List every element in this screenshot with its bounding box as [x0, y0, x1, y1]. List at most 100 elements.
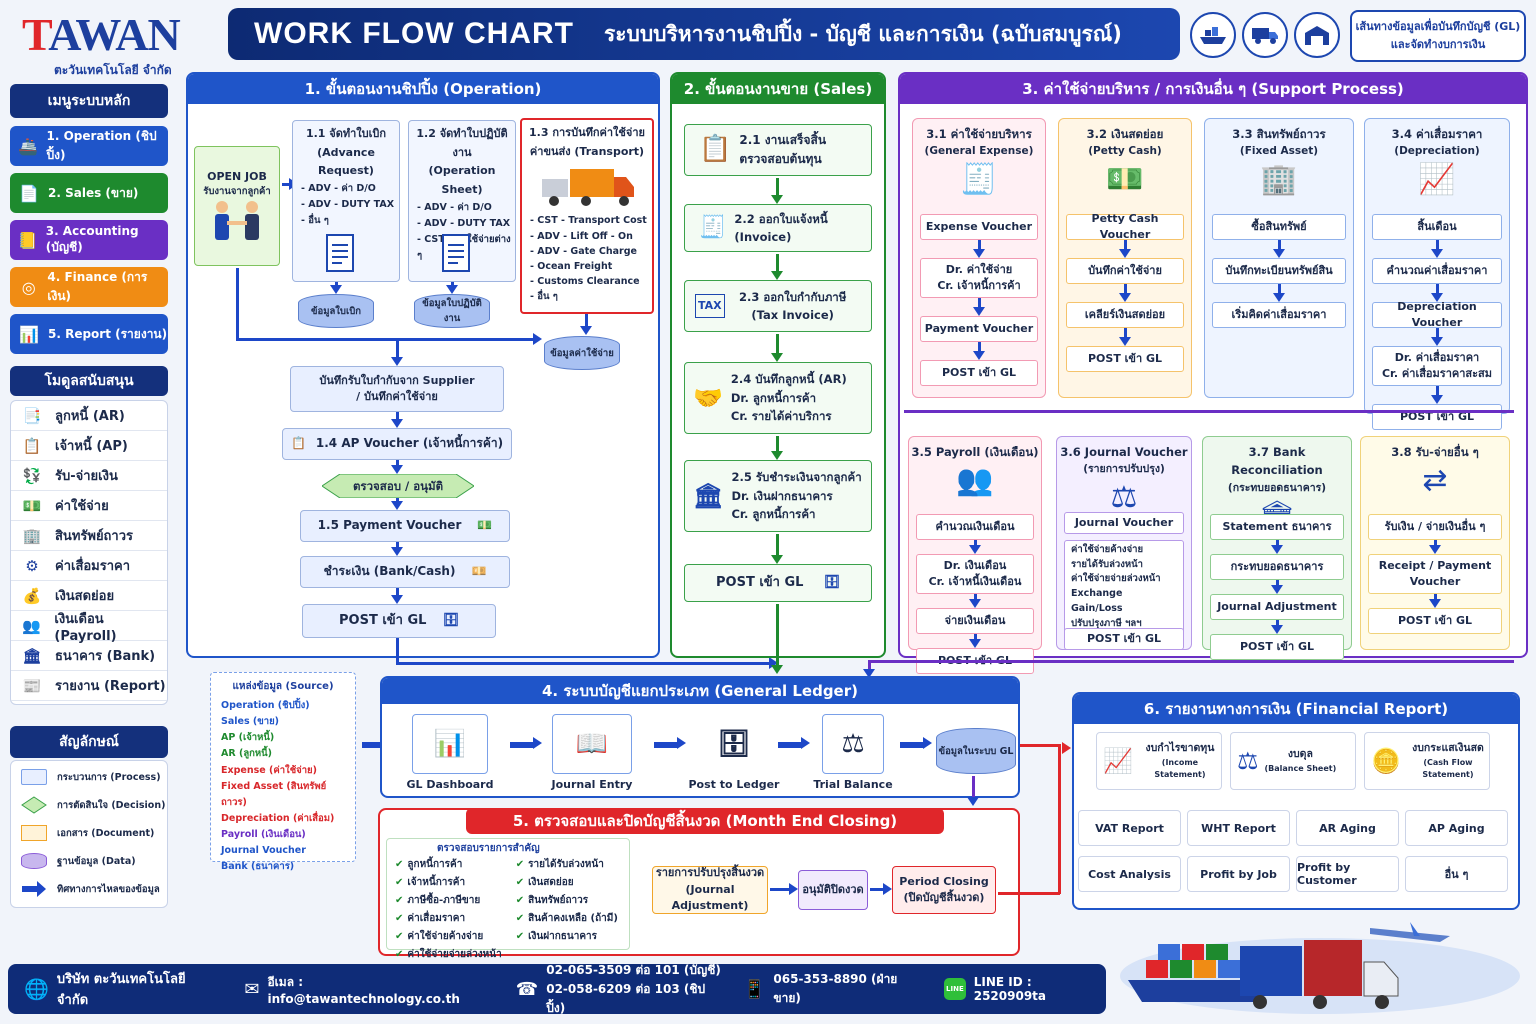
check-icon: ✔ — [395, 931, 404, 942]
report-item[interactable]: WHT Report — [1187, 810, 1290, 846]
checklist-label: ค่าเสื่อมราคา — [407, 913, 466, 924]
module-item[interactable]: 💵ค่าใช้จ่าย — [11, 491, 167, 521]
report-item[interactable]: Profit by Job — [1187, 856, 1290, 892]
support-step-line: Receipt / Payment — [1378, 558, 1492, 572]
support-step-line: Dr. ค่าใช้จ่าย — [945, 262, 1013, 276]
ap-voucher-box: 📋1.4 AP Voucher (เจ้าหนี้การค้า) — [282, 428, 512, 460]
module-item[interactable]: 🏢สินทรัพย์ถาวร — [11, 521, 167, 551]
module-item[interactable]: 📑ลูกหนี้ (AR) — [11, 401, 167, 431]
customer-payment-line2: Dr. เงินฝากธนาคาร — [731, 488, 833, 503]
legend-label: เอกสาร (Document) — [57, 827, 155, 839]
menu-item-5[interactable]: 📊5. Report (รายงาน) — [10, 314, 168, 354]
operation-sheet-subtitle: (Operation Sheet) — [428, 164, 496, 197]
approve-decision-label: ตรวจสอบ / อนุมัติ — [352, 479, 444, 493]
report-item[interactable]: AR Aging — [1296, 810, 1399, 846]
financial-statement-2[interactable]: ⚖งบดุล(Balance Sheet) — [1230, 732, 1356, 790]
footer-mobile[interactable]: 065-353-8890 (ฝ่ายขาย) — [773, 972, 898, 1005]
ship-icon — [1190, 12, 1236, 58]
footer-phone2[interactable]: 02-058-6209 ต่อ 103 (ชิปปิ้ง) — [546, 981, 706, 1015]
checklist-panel: ตรวจสอบรายการสำคัญ ✔ลูกหนี้การค้า✔เจ้าหน… — [386, 838, 630, 960]
truck-icon — [1242, 12, 1288, 58]
module-item[interactable]: 💱รับ-จ่ายเงิน — [11, 461, 167, 491]
footer-email[interactable]: อีเมล : info@tawantechnology.co.th — [267, 974, 460, 1006]
tax-icon: TAX — [695, 294, 725, 318]
menu-item-2[interactable]: 📄2. Sales (ขาย) — [10, 173, 168, 213]
support-step-box: Depreciation Voucher — [1372, 300, 1502, 329]
expense-report-icon: 🧾 — [960, 162, 998, 198]
period-closing-line1: Period Closing — [899, 874, 989, 888]
menu-item-3[interactable]: 📒3. Accounting (บัญชี) — [10, 220, 168, 260]
module-item[interactable]: ⚙ค่าเสื่อมราคา — [11, 551, 167, 581]
report-item[interactable]: Cost Analysis — [1078, 856, 1181, 892]
flow-arrow — [1431, 386, 1443, 404]
source-item: Fixed Asset (สินทรัพย์ถาวร) — [221, 780, 327, 808]
support-column-header: 3.3 สินทรัพย์ถาวร(Fixed Asset) — [1205, 119, 1353, 160]
job-complete-line1: 2.1 งานเสร็จสิ้น — [739, 132, 827, 147]
checklist-label: ภาษีซื้อ-ภาษีขาย — [407, 895, 481, 906]
module-item[interactable]: 🏛ธนาคาร (Bank) — [11, 641, 167, 671]
financial-statement-3[interactable]: 🪙งบกระแสเงินสด(Cash Flow Statement) — [1364, 732, 1490, 790]
footer-phone1[interactable]: 02-065-3509 ต่อ 101 (บัญชี) — [546, 962, 721, 977]
support-step-box: Petty Cash Voucher — [1066, 212, 1184, 241]
checklist-icon: 📋 — [699, 134, 732, 165]
flow-arrow — [391, 412, 403, 428]
source-list: Operation (ชิปปิ้ง)Sales (ขาย)AP (เจ้าหน… — [221, 698, 345, 876]
menu-item-4[interactable]: ◎4. Finance (การเงิน) — [10, 267, 168, 307]
company-logo: TAWAN ตะวันเทคโนโลยี จำกัด — [14, 6, 209, 77]
checklist-label: ค่าใช้จ่ายค้างจ่าย — [407, 931, 484, 942]
dashboard-icon: 📊 — [412, 714, 488, 774]
support-module-title: โมดูลสนับสนุน — [10, 366, 168, 396]
phone-icon: ☎ — [515, 978, 539, 1000]
list-item: CST - Transport Cost — [530, 213, 652, 228]
report-item[interactable]: อื่น ๆ — [1405, 856, 1508, 892]
support-step-box: รับเงิน / จ่ายเงินอื่น ๆ — [1368, 514, 1502, 540]
report-item[interactable]: Profit by Customer — [1296, 856, 1399, 892]
report-item[interactable]: VAT Report — [1078, 810, 1181, 846]
flow-arrow — [396, 657, 778, 669]
module-label: เงินเดือน (Payroll) — [54, 611, 117, 644]
ar-record-line1: 2.4 บันทึกลูกหนี้ (AR) — [730, 372, 847, 387]
module-label: เจ้าหนี้ (AP) — [55, 439, 128, 454]
flow-arrow — [1119, 240, 1131, 258]
money-icon: 💵 — [477, 518, 493, 533]
menu-item-1[interactable]: 🚢1. Operation (ชิปปิ้ง) — [10, 126, 168, 166]
ar-record-box: 🤝 2.4 บันทึกลูกหนี้ (AR)Dr. ลูกหนี้การค้… — [684, 362, 872, 434]
support-column-title: 3.5 Payroll (เงินเดือน) — [911, 445, 1039, 459]
source-item: Sales (ขาย) — [221, 716, 279, 728]
flow-arrow — [391, 338, 403, 366]
bank-icon: 🏛 — [693, 481, 724, 510]
checklist-label: เจ้าหนี้การค้า — [407, 877, 466, 888]
module-item[interactable]: 📰รายงาน (Report) — [11, 671, 167, 701]
gl-path-line1: เส้นทางข้อมูลเพื่อบันทึกบัญชี (GL) — [1355, 20, 1521, 34]
voucher-icon: 📋 — [290, 436, 306, 451]
support-step-box: บันทึกค่าใช้จ่าย — [1066, 258, 1184, 284]
flow-arrow — [771, 436, 783, 460]
module-item[interactable]: 💰เงินสดย่อย — [11, 581, 167, 611]
sales-title: 2. ขั้นตอนงานขาย (Sales) — [672, 74, 884, 104]
support-column-title: 3.2 เงินสดย่อย — [1086, 127, 1164, 141]
supplier-invoice-line2: / บันทึกค่าใช้จ่าย — [356, 390, 438, 403]
job-complete-box: 📋 2.1 งานเสร็จสิ้นตรวจสอบต้นทุน — [684, 124, 872, 176]
list-item: ADV - DUTY TAX — [417, 216, 515, 232]
list-item: ADV - Gate Charge — [530, 244, 652, 259]
menu-item-label: 5. Report (รายงาน) — [48, 326, 168, 341]
footer-line-id[interactable]: LINE ID : 2520909ta — [973, 975, 1047, 1003]
module-item[interactable]: 📋 เจ้าหนี้ (AP) — [11, 431, 167, 461]
menu-item-label: 3. Accounting (บัญชี) — [45, 223, 139, 254]
module-item[interactable]: 👥 เงินเดือน (Payroll) — [11, 611, 167, 644]
ap-icon: 📋 — [22, 436, 42, 455]
source-item: Expense (ค่าใช้จ่าย) — [221, 764, 317, 776]
check-icon: ✔ — [515, 859, 525, 870]
server-icon: 🗄 — [700, 714, 768, 774]
gl-data-db: ข้อมูลในระบบ GL — [936, 728, 1016, 774]
report-item[interactable]: AP Aging — [1405, 810, 1508, 846]
financial-statement-1[interactable]: 📈งบกำไรขาดทุน(Income Statement) — [1096, 732, 1222, 790]
petty-cash-icon: 💰 — [22, 586, 42, 605]
checklist-item: ✔ค่าใช้จ่ายค้างจ่าย — [395, 928, 502, 946]
payroll-icon: 👥 — [22, 616, 42, 635]
bank-icon: 🏛 — [22, 646, 42, 665]
support-column-title: 3.3 สินทรัพย์ถาวร — [1232, 127, 1326, 141]
sales-post-gl-label: POST เข้า GL — [716, 574, 804, 590]
scale-icon: ⚖ — [1237, 747, 1259, 775]
list-item: ADV - DUTY TAX — [301, 197, 399, 213]
